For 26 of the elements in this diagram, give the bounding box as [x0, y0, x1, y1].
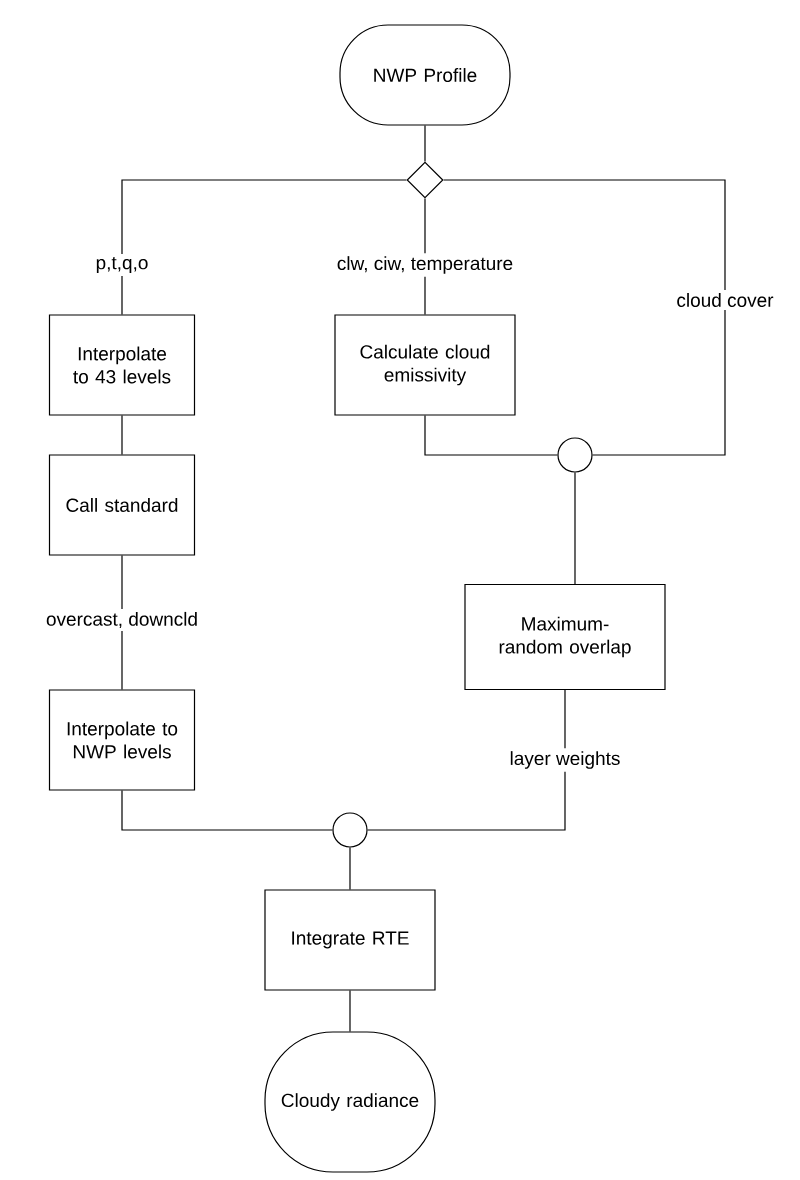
junction-circle — [332, 812, 368, 848]
connector-line — [121, 179, 407, 315]
edge-label: clw, ciw, temperature — [333, 253, 517, 277]
edge-label: cloud cover — [673, 290, 777, 310]
terminal-box: Cloudy radiance — [264, 1031, 436, 1173]
terminal-box: NWP Profile — [339, 24, 511, 126]
process-box: Maximum-random overlap — [464, 583, 666, 691]
connector-line — [424, 125, 426, 162]
connector-line — [367, 689, 566, 831]
connector-line — [424, 415, 558, 456]
connector-line — [574, 472, 576, 585]
process-box: Interpolate to 43 levels — [48, 314, 196, 416]
connector-line — [121, 415, 123, 455]
connector-line — [349, 847, 351, 890]
edge-label: p,t,q,o — [92, 253, 152, 277]
process-box: Interpolate to NWP levels — [48, 689, 196, 791]
connector-line — [349, 990, 351, 1032]
process-box: Integrate RTE — [264, 889, 436, 991]
junction-diamond — [406, 161, 444, 199]
process-box: Calculate cloud emissivity — [334, 314, 516, 416]
connector-line — [121, 790, 333, 831]
edge-label: layer weights — [506, 748, 624, 772]
edge-label: overcast, downcld — [42, 608, 202, 632]
junction-circle — [557, 437, 593, 473]
connector-line — [443, 179, 726, 456]
process-box: Call standard — [48, 454, 196, 556]
